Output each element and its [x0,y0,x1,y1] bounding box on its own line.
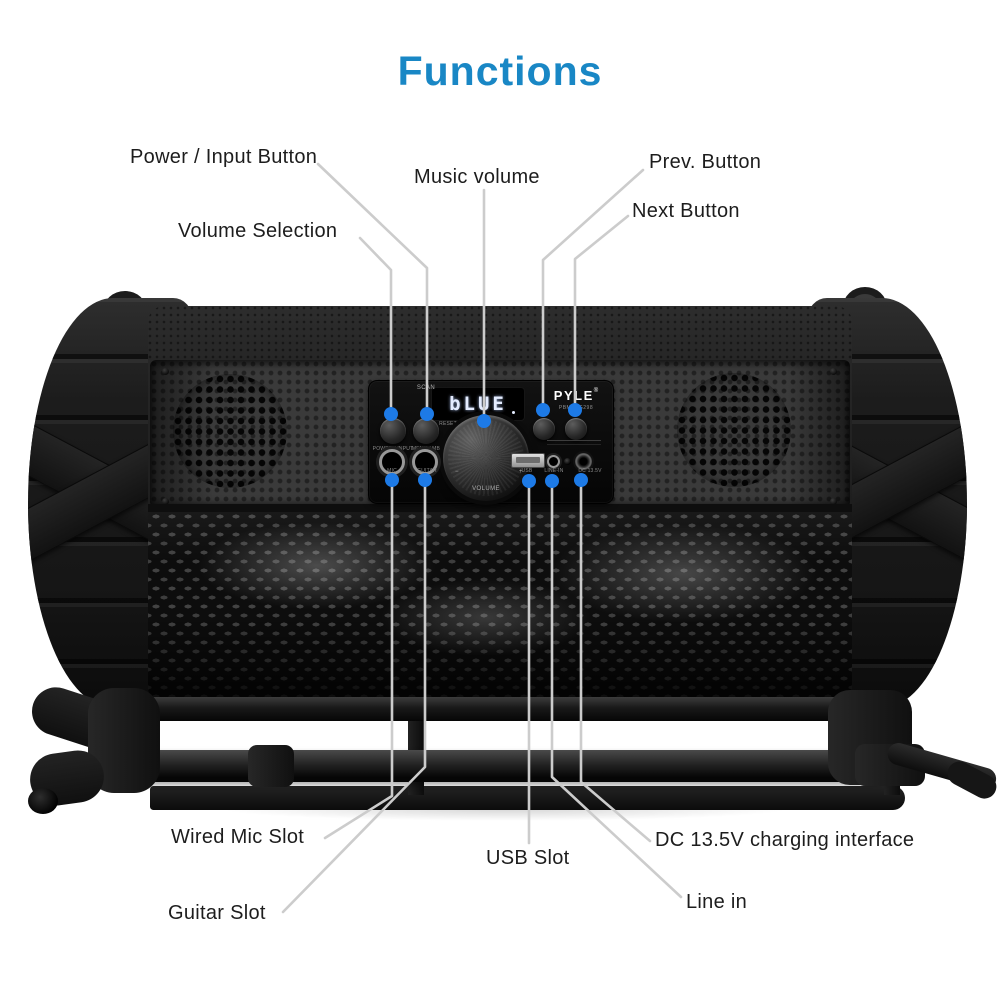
fine-print [547,440,601,447]
mic-label: MIC [387,468,397,474]
dc-label: DC 13.5V [578,468,602,474]
label-line-in: Line in [686,891,748,913]
screw [162,368,169,375]
scan-label: SCAN [416,385,436,391]
stand-top-bar [118,697,900,721]
scan-menu-button [413,418,439,444]
tube-clamp-left [248,745,294,787]
volume-plus: + [519,469,523,475]
usb-port [511,453,545,468]
control-panel: bLUE PYLE® PBMSPG298 SCAN RESET POWER / … [368,380,614,504]
screw [162,498,169,505]
volume-minus: − [455,469,459,475]
label-usb-slot: USB Slot [486,847,570,869]
line-in-label: LINE-IN [544,468,564,474]
prev-icon: ◀◀ [539,407,549,413]
label-next-button: Next Button [632,200,740,222]
label-prev-button: Prev. Button [649,151,762,173]
screw [830,498,837,505]
stand-tube [92,750,892,782]
screw [830,368,837,375]
label-music-volume: Music volume [414,166,540,188]
next-icon: ▶▶ [571,407,581,413]
usb-label: USB [521,468,533,474]
label-guitar-slot: Guitar Slot [168,902,266,924]
power-input-button [380,418,406,444]
brand-name: PYLE [553,388,594,403]
stand-base-plate [150,786,905,810]
label-power-input-button: Power / Input Button [130,146,318,168]
label-volume-selection: Volume Selection [178,220,338,242]
label-wired-mic-slot: Wired Mic Slot [171,826,305,848]
left-wheel [28,788,58,814]
guitar-label: GUITAR [417,468,437,474]
top-texture [148,306,852,362]
prev-button [533,418,555,440]
page-title: Functions [397,48,603,94]
next-button [565,418,587,440]
volume-label: VOLUME [472,486,500,492]
reset-label: RESET [439,421,457,427]
line-in-jack [547,455,560,468]
speaker-body [148,306,852,704]
registered-mark: ® [593,388,599,394]
reset-pinhole [564,458,571,465]
label-dc-charging: DC 13.5V charging interface [655,829,915,851]
dc-jack [575,453,592,470]
led-display: bLUE [431,387,525,421]
mesh-highlights [148,512,852,704]
